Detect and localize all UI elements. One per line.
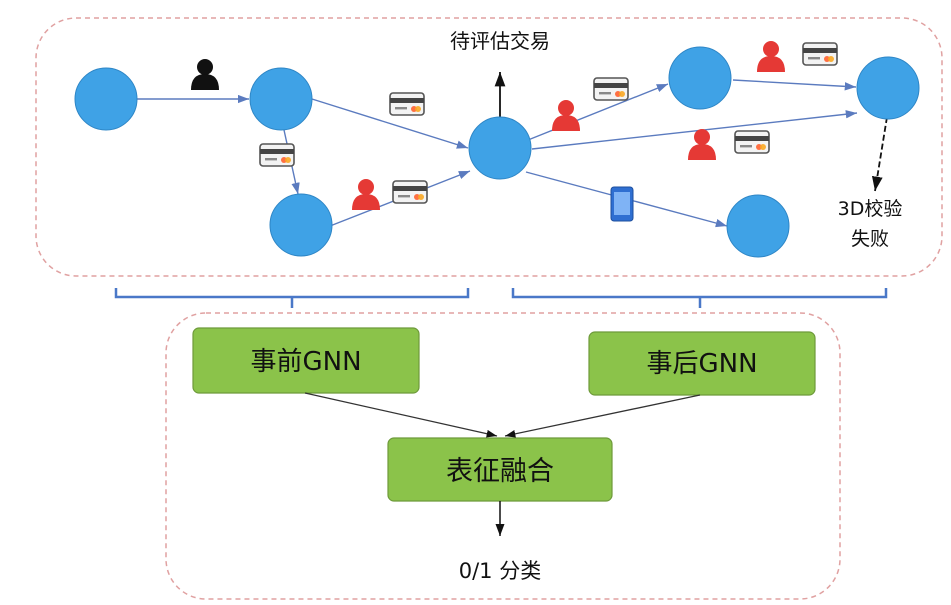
right-bracket	[511, 288, 888, 308]
person-icon	[191, 59, 219, 90]
edge-center-n5	[527, 83, 669, 141]
graph-node-center	[468, 116, 532, 180]
verify-fail-label-line1: 3D校验	[838, 198, 903, 220]
arrow-post-to-fusion	[504, 394, 701, 438]
credit-card-icon	[389, 92, 425, 116]
graph-node-2	[249, 67, 313, 131]
pending-transaction-label: 待评估交易	[450, 29, 550, 53]
edge-n5-n6	[732, 79, 857, 91]
verify-fail-label-line2: 失败	[851, 228, 889, 250]
edge-center-n6	[531, 110, 858, 150]
person-icon	[688, 129, 716, 160]
credit-card-icon	[593, 77, 629, 101]
post-gnn-label: 事后GNN	[646, 349, 757, 379]
graph-node-7	[726, 194, 790, 258]
credit-card-icon	[259, 143, 295, 167]
graph-node-1	[74, 67, 138, 131]
edge-n2-center	[311, 98, 469, 149]
graph-node-6	[856, 56, 920, 120]
output-label: 0/1 分类	[459, 559, 541, 583]
person-icon	[352, 179, 380, 210]
graph-node-5	[668, 46, 732, 110]
graph-node-3	[269, 193, 333, 257]
credit-card-icon	[734, 130, 770, 154]
pre-gnn-label: 事前GNN	[250, 347, 361, 377]
arrow-n6-down	[871, 116, 888, 192]
bottom-region-border	[165, 312, 841, 600]
fusion-label: 表征融合	[446, 456, 554, 487]
post-gnn-box	[588, 331, 816, 396]
arrow-pre-to-fusion	[304, 392, 498, 438]
credit-card-icon	[392, 180, 428, 204]
phone-icon	[610, 186, 634, 222]
top-region-border	[35, 17, 943, 277]
person-icon	[552, 100, 580, 131]
credit-card-icon	[802, 42, 838, 66]
person-icon	[757, 41, 785, 72]
left-bracket	[114, 288, 470, 308]
